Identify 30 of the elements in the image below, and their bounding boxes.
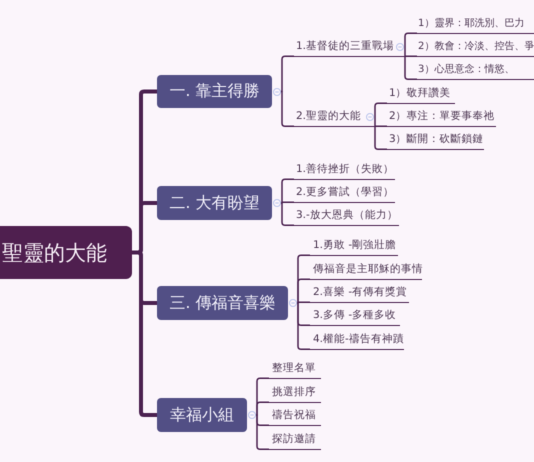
subtopic: 1）靈界：耶洗別、巴力 [417,14,534,34]
topic-box: 幸福小組 [157,398,247,432]
subtopic: 整理名單 [269,358,321,379]
subtopic: 4.權能-禱告有神蹟 [310,330,404,350]
subtopic: 1）敬拜讚美 [387,84,455,104]
subtopic: 3.多傳 -多種多收 [310,306,400,326]
connector-line [405,56,417,57]
connector-line [280,202,294,204]
subtopic: 2）專注：單要事奉祂 [387,106,496,127]
topic-box: 三. 傳福音喜樂 [157,286,288,320]
central-topic-box: 聖靈的大能 [0,226,132,279]
connector-line [375,126,387,127]
connector-line [296,302,310,304]
connector-line [256,402,269,416]
topic-box: 二. 大有盼望 [157,186,272,220]
subtopic: 2）教會：冷淡、控告、爭 [417,36,534,57]
subtopic: 2.喜樂 -有傳有獎賞 [310,282,409,303]
subtopic: 探訪邀請 [269,430,321,450]
connector-line [132,250,157,417]
subtopic: 禱告祝福 [269,406,321,426]
subtopic: 3）心思意念：情慾、 [417,60,534,80]
connector-line [296,278,310,304]
subtopic: 2.更多嘗試（學習） [294,182,395,203]
topic-box: 一. 靠主得勝 [157,75,272,108]
subtopic: 1.勇敢 -剛強壯膽 [310,236,398,256]
subtopic: 3.-放大恩典（能力） [294,206,399,226]
subtopic: 挑選排序 [269,382,321,403]
subtopic: 3）斷開：砍斷鎖鏈 [387,130,484,150]
subtopic: 傳福音是主耶穌的事情 [310,260,422,280]
subtopic: 1.善待挫折（失敗） [294,160,395,180]
